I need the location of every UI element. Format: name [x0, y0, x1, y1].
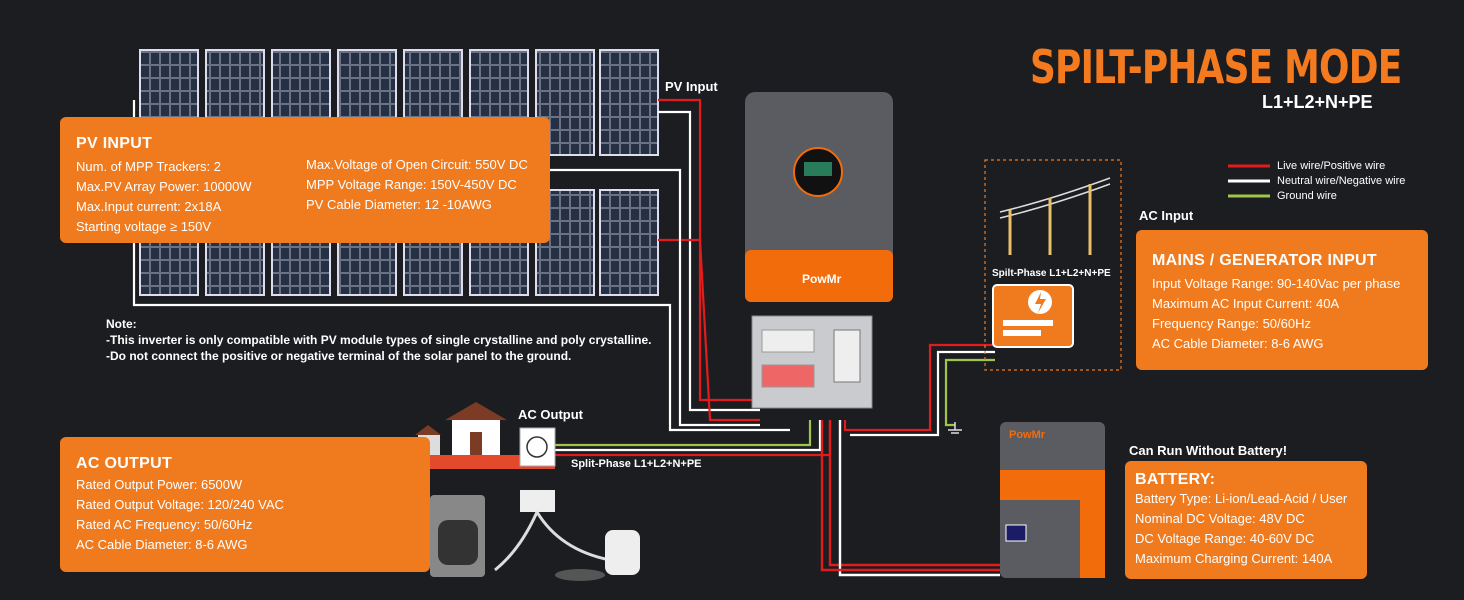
ac-output-title: AC OUTPUT — [76, 455, 173, 472]
pv-spec-line: Max.Voltage of Open Circuit: 550V DC — [306, 157, 528, 172]
can-run-label: Can Run Without Battery! — [1129, 443, 1288, 458]
note-line: -Do not connect the positive or negative… — [106, 349, 572, 363]
pv-spec-line: Max.PV Array Power: 10000W — [76, 179, 252, 194]
power-lines — [999, 177, 1111, 255]
mains-spec-line: Maximum AC Input Current: 40A — [1152, 296, 1340, 311]
legend-neutral-label: Neutral wire/Negative wire — [1277, 175, 1406, 187]
ground-symbol — [948, 422, 962, 434]
battery-spec-line: Maximum Charging Current: 140A — [1135, 551, 1333, 566]
battery-unit — [1000, 422, 1105, 578]
pv-input-box: PV INPUT Num. of MPP Trackers: 2 Max.PV … — [60, 117, 550, 243]
ac-output-box: AC OUTPUT Rated Output Power: 6500W Rate… — [60, 437, 430, 572]
note-heading: Note: — [106, 317, 137, 331]
pv-spec-line: Max.Input current: 2x18A — [76, 199, 222, 214]
battery-title: BATTERY: — [1135, 471, 1216, 488]
ac-spec-line: Rated Output Power: 6500W — [76, 477, 243, 492]
mains-spec-line: AC Cable Diameter: 8-6 AWG — [1152, 336, 1324, 351]
pv-spec-line: Num. of MPP Trackers: 2 — [76, 159, 221, 174]
pv-spec-line: Starting voltage ≥ 150V — [76, 219, 212, 234]
mains-spec-line: Frequency Range: 50/60Hz — [1152, 316, 1311, 331]
note-block: Note: -This inverter is only compatible … — [106, 316, 651, 364]
appliances-icon — [430, 490, 640, 581]
inverter — [745, 92, 893, 302]
distribution-box — [751, 315, 873, 409]
note-line: -This inverter is only compatible with P… — [106, 333, 652, 347]
ac-output-label: AC Output — [518, 407, 583, 422]
grid-frame — [984, 159, 1122, 371]
socket-icon — [519, 427, 556, 467]
legend-ground-label: Ground wire — [1277, 190, 1337, 202]
battery-spec-line: DC Voltage Range: 40-60V DC — [1135, 531, 1315, 546]
grid-phase-label: Spilt-Phase L1+L2+N+PE — [992, 268, 1111, 279]
ac-spec-line: Rated AC Frequency: 50/60Hz — [76, 517, 253, 532]
generator-icon — [992, 284, 1074, 348]
pv-input-label: PV Input — [665, 79, 718, 94]
ac-spec-line: AC Cable Diameter: 8-6 AWG — [76, 537, 248, 552]
battery-brand-logo: PowMr — [1009, 429, 1046, 441]
mains-input-box: MAINS / GENERATOR INPUT Input Voltage Ra… — [1136, 230, 1428, 370]
pv-input-title: PV INPUT — [76, 135, 153, 152]
ac-spec-line: Rated Output Voltage: 120/240 VAC — [76, 497, 284, 512]
battery-box: BATTERY: Battery Type: Li-ion/Lead-Acid … — [1125, 461, 1367, 579]
pv-spec-line: MPP Voltage Range: 150V-450V DC — [306, 177, 517, 192]
mains-spec-line: Input Voltage Range: 90-140Vac per phase — [1152, 276, 1401, 291]
inverter-brand-logo: PowMr — [802, 272, 842, 286]
ac-input-label: AC Input — [1139, 208, 1194, 223]
page-subtitle: L1+L2+N+PE — [1262, 92, 1373, 112]
pv-spec-line: PV Cable Diameter: 12 -10AWG — [306, 197, 492, 212]
legend-live-label: Live wire/Positive wire — [1277, 160, 1386, 172]
mains-input-title: MAINS / GENERATOR INPUT — [1152, 252, 1377, 269]
output-phase-label: Split-Phase L1+L2+N+PE — [571, 458, 702, 470]
page-title: SPILT-PHASE MODE — [1030, 40, 1402, 94]
battery-spec-line: Battery Type: Li-ion/Lead-Acid / User — [1135, 491, 1348, 506]
battery-spec-line: Nominal DC Voltage: 48V DC — [1135, 511, 1305, 526]
